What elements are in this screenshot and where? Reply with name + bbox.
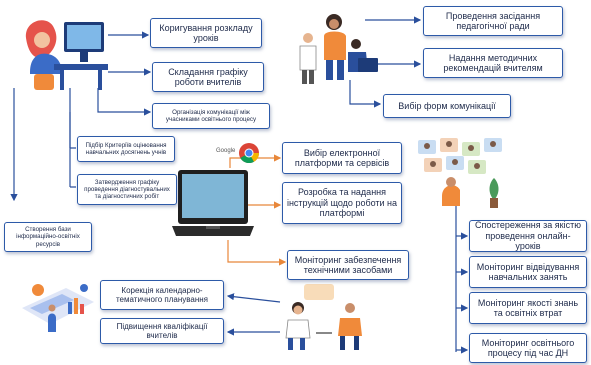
box-methodical-recommendations: Надання методичних рекомендацій вчителям: [423, 48, 563, 78]
box-communication-organization: Організація комунікації між учасниками о…: [152, 103, 270, 129]
arrow-to-b3: [97, 88, 152, 116]
video-call-illustration: [418, 138, 502, 208]
chrome-icon: [239, 143, 260, 164]
box-knowledge-quality-monitoring: Моніторинг якості знань та освітніх втра…: [469, 292, 587, 324]
team-meeting-illustration: [299, 14, 378, 84]
google-logo: Google: [216, 148, 236, 154]
box-qualification-improvement: Підвищення кваліфікації вчителів: [100, 318, 224, 344]
box-platform-instructions: Розробка та надання інструкцій щодо робо…: [282, 182, 402, 224]
box-resource-database: Створення бази інформаційно-освітніх рес…: [4, 222, 92, 252]
box-technical-monitoring: Моніторинг забезпечення технічними засоб…: [287, 250, 409, 280]
box-diagnostic-schedule: Затвердження графіку проведення діагност…: [77, 174, 177, 205]
arrow-to-b12: [227, 240, 287, 266]
arrow-to-b9: [349, 80, 382, 108]
box-online-lessons-observation: Спостереження за якістю проведення онлай…: [469, 220, 587, 252]
box-curriculum-correction: Корекція календарно-тематичного плануван…: [100, 280, 224, 310]
box-teacher-schedule: Складання графіку роботи вчителів: [152, 62, 264, 92]
box-schedule-correction: Коригування розкладу уроків: [150, 18, 262, 48]
box-assessment-criteria: Підбір Критеріїв оцінювання навчальних д…: [77, 136, 175, 162]
box-distance-learning-monitoring: Моніторинг освітнього процесу під час ДН: [469, 333, 587, 363]
line-left-vertical: [69, 88, 76, 188]
laptop-icon: [172, 170, 254, 236]
arrow-to-b10: [229, 154, 282, 168]
box-attendance-monitoring: Моніторинг відвідування навчальних занят…: [469, 256, 587, 288]
box-communication-forms: Вибір форм комунікації: [383, 94, 511, 118]
woman-at-computer-illustration: [25, 20, 108, 90]
conversation-illustration: [285, 284, 362, 350]
box-platform-choice: Вибір електронної платформи та сервісів: [282, 142, 402, 174]
dashboard-illustration: [22, 284, 94, 332]
box-pedagogical-council: Проведення засідання педагогічної ради: [423, 6, 563, 36]
arrow-to-b13: [226, 293, 281, 303]
